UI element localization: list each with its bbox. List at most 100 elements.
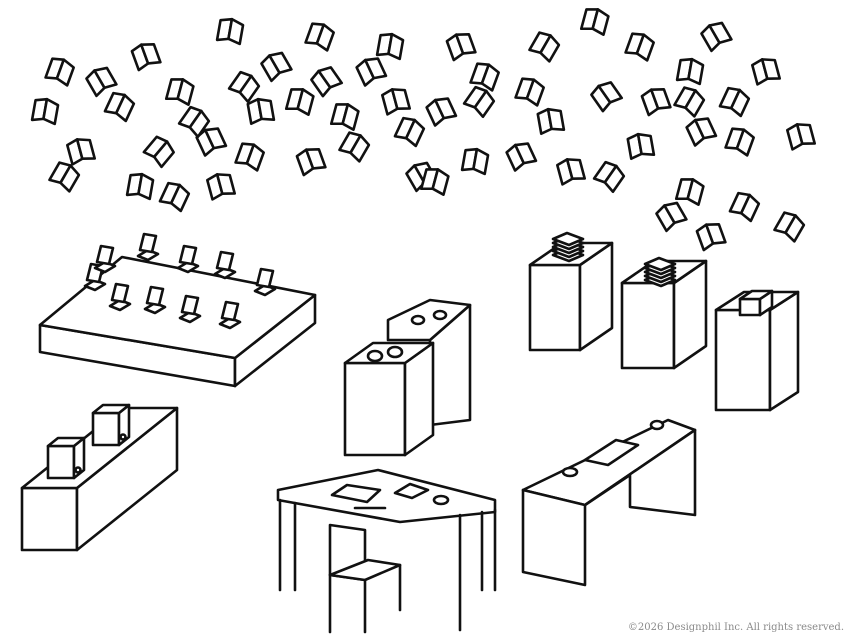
paper <box>158 181 191 213</box>
pedestal-e-side <box>768 290 800 412</box>
paper-right-page <box>296 88 315 116</box>
copyright-text: ©2026 Designphil Inc. All rights reserve… <box>627 622 844 633</box>
mini-book <box>255 267 275 289</box>
paper-right-page <box>735 128 755 157</box>
flying-papers <box>30 8 816 252</box>
paper <box>505 142 538 172</box>
paper-right-page <box>686 178 705 206</box>
mini-book <box>110 282 130 304</box>
paper <box>164 78 195 106</box>
notebook <box>330 483 382 504</box>
right-desk-cup <box>561 466 579 478</box>
stacked-paper <box>643 256 677 272</box>
paper-right-page <box>663 201 688 225</box>
pedestal-b-knob <box>410 314 426 326</box>
paper-right-page <box>708 21 733 45</box>
paper-right-page <box>75 138 96 160</box>
speaker-right-front <box>91 411 121 447</box>
mini-book <box>180 294 200 316</box>
paper-right-page <box>152 140 175 169</box>
paper-right-page <box>55 58 75 87</box>
paper <box>304 22 335 52</box>
paper-right-page <box>684 89 706 118</box>
paper <box>718 86 751 118</box>
paper-right-page <box>739 193 761 223</box>
paper <box>85 66 118 98</box>
mini-book <box>95 244 115 266</box>
pedestal-a-front <box>343 361 407 457</box>
counter-front <box>20 486 79 552</box>
tray <box>393 482 430 500</box>
paper <box>528 31 561 63</box>
paper <box>103 91 136 123</box>
paper-right-page <box>188 109 211 139</box>
paper-right-page <box>404 118 426 148</box>
paper-right-page <box>729 88 751 118</box>
paper <box>125 172 155 201</box>
paper-right-page <box>176 78 195 106</box>
paper <box>246 97 276 126</box>
paper <box>295 148 327 177</box>
display-platform <box>38 232 317 388</box>
speaker-left-top <box>46 436 86 448</box>
paper <box>227 70 261 104</box>
paper-right-page <box>315 23 335 52</box>
right-desk-item <box>649 419 665 431</box>
paper <box>206 173 236 201</box>
paper-right-page <box>687 57 705 86</box>
pedestals <box>343 231 800 457</box>
mini-display <box>213 250 237 280</box>
paper-right-page <box>390 88 411 110</box>
paper <box>375 32 405 61</box>
speaker-left-front <box>46 444 76 480</box>
small-cube-top <box>738 289 774 301</box>
paper-right-page <box>387 32 405 61</box>
paper <box>393 116 426 148</box>
paper <box>673 86 706 118</box>
stacked-paper <box>551 231 585 247</box>
paper <box>700 21 733 53</box>
paper-right-page <box>760 58 781 80</box>
paper-right-page <box>215 173 236 195</box>
paper-right-page <box>304 148 327 170</box>
paper <box>675 57 705 86</box>
pedestal-b-knob <box>432 309 448 321</box>
paper-right-page <box>137 172 155 201</box>
paper <box>556 158 586 186</box>
paper-right-page <box>704 223 727 245</box>
speaker-counter <box>20 403 179 552</box>
paper <box>592 160 626 194</box>
right-desk-mat <box>583 438 640 467</box>
paper <box>381 88 411 116</box>
paper <box>751 58 781 86</box>
pedestal-a-knob <box>386 345 404 359</box>
pedestal-c-front <box>528 263 582 352</box>
right-desk <box>521 418 697 587</box>
mini-display <box>176 244 200 274</box>
paper <box>445 33 477 62</box>
mini-display <box>253 267 277 297</box>
paper <box>425 97 458 127</box>
paper-right-page <box>649 88 672 110</box>
paper-right-page <box>245 143 265 172</box>
paper-right-page <box>204 127 228 150</box>
paper-right-page <box>539 34 561 63</box>
paper-right-page <box>349 134 371 163</box>
paper <box>640 88 672 117</box>
desk-top <box>276 468 497 524</box>
cup <box>432 494 450 506</box>
paper-right-page <box>472 147 490 176</box>
right-desk-side <box>583 428 697 517</box>
mini-book <box>215 250 235 272</box>
paper <box>579 8 610 36</box>
paper-right-page <box>784 214 806 243</box>
mini-display <box>136 232 160 262</box>
paper <box>624 32 655 62</box>
pedestal-b-top <box>386 298 472 342</box>
mini-book <box>145 285 165 307</box>
paper-right-page <box>268 51 293 75</box>
paper <box>329 103 360 131</box>
paper-right-page <box>317 66 344 89</box>
